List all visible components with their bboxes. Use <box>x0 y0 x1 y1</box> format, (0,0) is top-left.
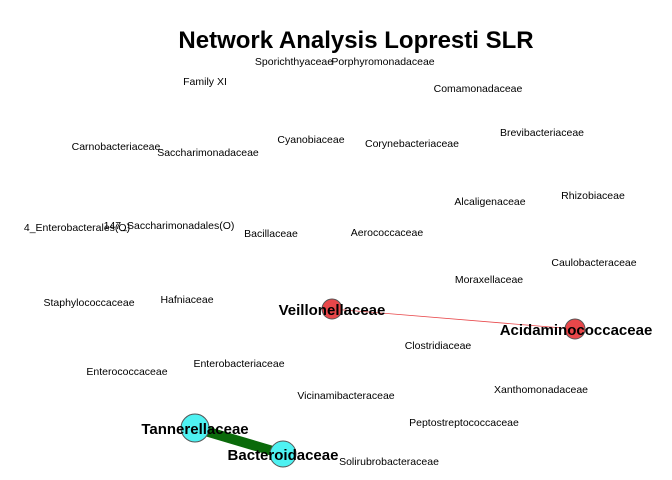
label-xanthomonadaceae: Xanthomonadaceae <box>494 384 588 396</box>
label-enterobacteriaceae: Enterobacteriaceae <box>193 358 284 370</box>
label-moraxellaceae: Moraxellaceae <box>455 274 523 286</box>
label-porphyromonadaceae: Porphyromonadaceae <box>331 56 434 68</box>
node-bacteroidaceae[interactable] <box>269 440 297 468</box>
label-vicinamibacteraceae: Vicinamibacteraceae <box>297 390 394 402</box>
label-aerococcaceae: Aerococcaceae <box>351 227 424 239</box>
edge-veillonellaceae-acidaminococcaceae <box>331 308 576 330</box>
node-tannerellaceae[interactable] <box>180 413 210 443</box>
label-cyanobiaceae: Cyanobiaceae <box>277 134 344 146</box>
label-carnobacteriaceae: Carnobacteriaceae <box>72 141 161 153</box>
label-enterococcaceae: Enterococcaceae <box>86 366 167 378</box>
label-bacillaceae: Bacillaceae <box>244 228 298 240</box>
label-clostridiaceae: Clostridiaceae <box>405 340 472 352</box>
label-acidaminococcaceae: Acidaminococcaceae <box>500 322 653 339</box>
label-rhizobiaceae: Rhizobiaceae <box>561 190 625 202</box>
label-peptostreptococcaceae: Peptostreptococcaceae <box>409 417 519 429</box>
label-veillonellaceae: Veillonellaceae <box>279 302 386 319</box>
label-comamonadaceae: Comamonadaceae <box>434 83 523 95</box>
label-solirubrobacteraceae: Solirubrobacteraceae <box>339 456 439 468</box>
label-alcaligenaceae: Alcaligenaceae <box>454 196 525 208</box>
edge-tannerellaceae-bacteroidaceae <box>193 423 285 459</box>
label-hafniaceae: Hafniaceae <box>160 294 213 306</box>
label-enterobacterales-o: 4_Enterobacterales(O) <box>24 222 130 234</box>
label-saccharimonadaceae: Saccharimonadaceae <box>157 147 259 159</box>
label-family-xi: Family XI <box>183 76 227 88</box>
node-acidaminococcaceae[interactable] <box>564 318 586 340</box>
label-corynebacteriaceae: Corynebacteriaceae <box>365 138 459 150</box>
label-tannerellaceae: Tannerellaceae <box>141 421 248 438</box>
node-veillonellaceae[interactable] <box>321 298 343 320</box>
label-sporichthyaceae: Sporichthyaceae <box>255 56 333 68</box>
label-saccharimonadales-o: 147_Saccharimonadales(O) <box>104 220 235 232</box>
label-staphylococcaceae: Staphylococcaceae <box>43 297 134 309</box>
label-brevibacteriaceae: Brevibacteriaceae <box>500 127 584 139</box>
label-caulobacteraceae: Caulobacteraceae <box>551 257 636 269</box>
chart-title: Network Analysis Lopresti SLR <box>178 27 533 54</box>
label-bacteroidaceae: Bacteroidaceae <box>228 447 339 464</box>
